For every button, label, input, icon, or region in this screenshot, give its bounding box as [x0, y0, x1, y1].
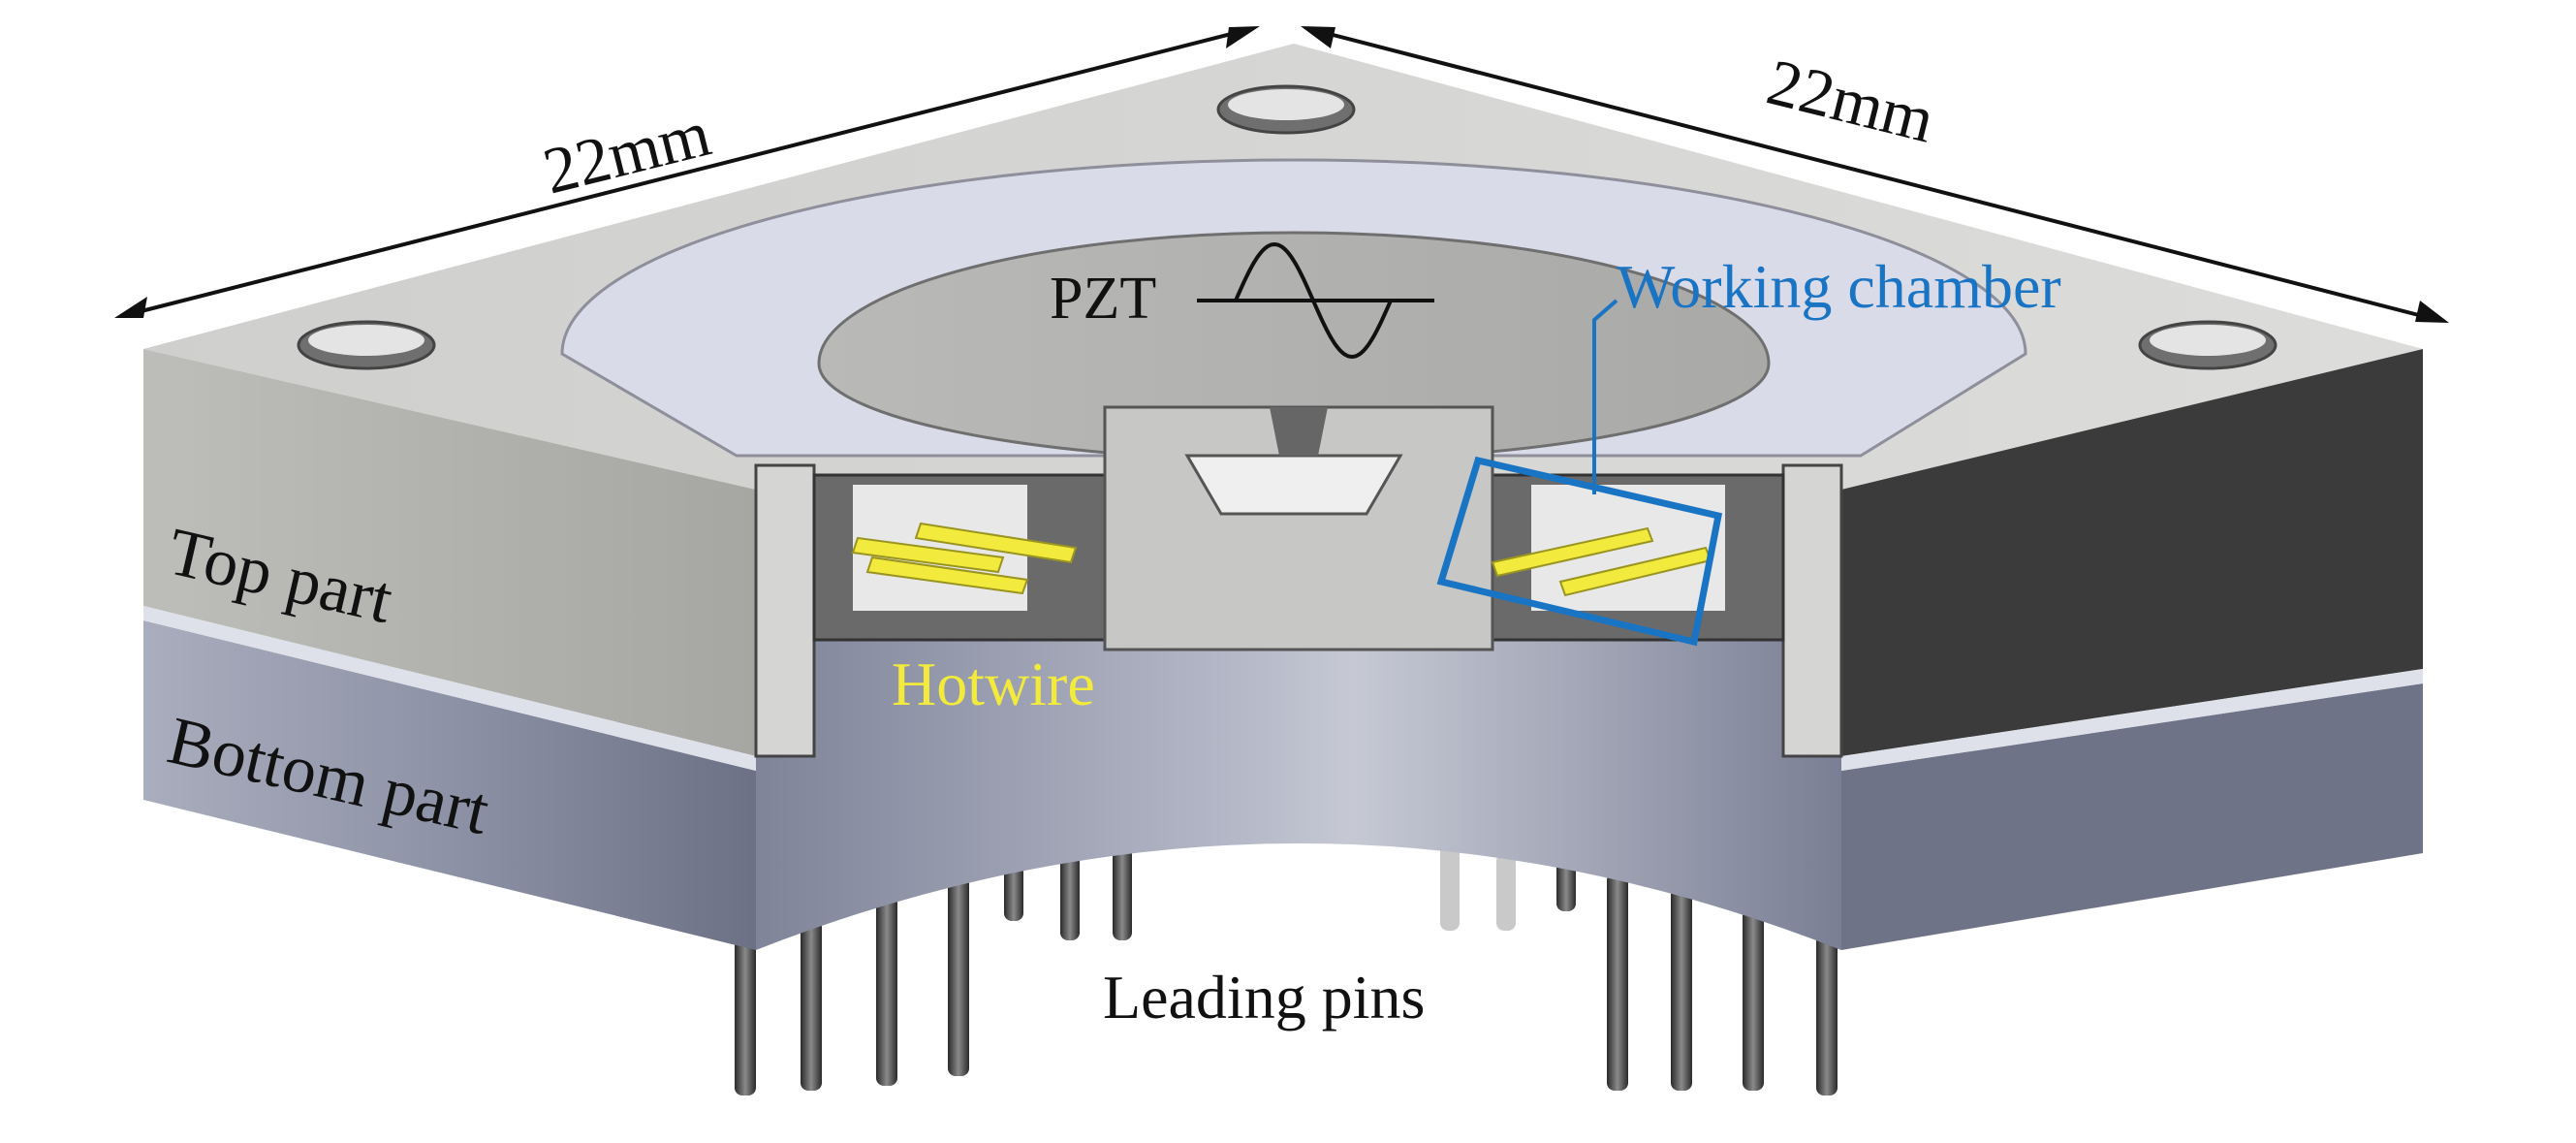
part-gap [1841, 669, 2423, 771]
pin [876, 873, 897, 1086]
dimension-arrow-right [1301, 26, 2449, 323]
mounting-hole-inner [1228, 89, 1344, 120]
hotwire-label: Hotwire [892, 650, 1095, 718]
center-nozzle [1184, 454, 1403, 516]
pzt-disc [817, 231, 1771, 462]
center-orifice [1270, 407, 1328, 456]
dimension-arrow-left [114, 26, 1260, 318]
cut-wall [754, 463, 816, 758]
mounting-hole-inner [308, 325, 424, 356]
pin [1671, 873, 1692, 1091]
pin [1060, 843, 1080, 940]
pin [1113, 843, 1132, 940]
working-chamber-box [1436, 456, 1723, 647]
top-part-left-face [143, 349, 756, 756]
bottom-part-right-face [1841, 683, 2423, 950]
bottom-part-left-face [143, 620, 756, 950]
pin [1496, 853, 1516, 931]
pin [1607, 873, 1628, 1091]
pin [1743, 873, 1764, 1091]
cut-wall [1781, 463, 1843, 758]
working-chamber-leader [1592, 299, 1618, 494]
sine-wave-icon [1197, 241, 1434, 360]
working-chamber-label: Working chamber [1617, 252, 2061, 321]
bottom-part-cut-section [756, 630, 1841, 950]
pin [1440, 843, 1460, 931]
top-part-right-face [1841, 349, 2423, 756]
mounting-hole-inner [2150, 325, 2266, 356]
leading-pins-label: Leading pins [1103, 963, 1425, 1032]
hotwire-left [851, 522, 1078, 595]
pin [948, 873, 969, 1076]
part-gap [143, 606, 756, 771]
pzt-label: PZT [1050, 266, 1156, 332]
